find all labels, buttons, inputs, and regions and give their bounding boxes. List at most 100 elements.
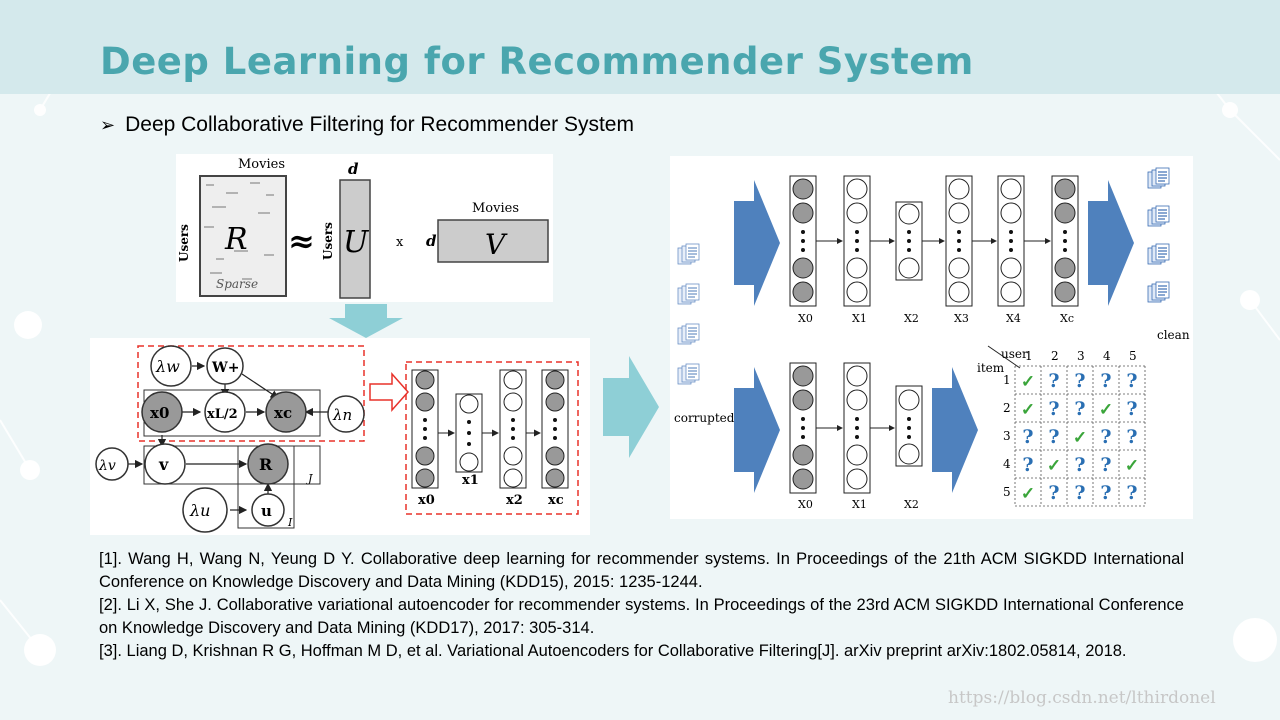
matrix-factorization-figure: Movies Users R Sparse ≈ d Users U x Movi…	[176, 154, 553, 302]
cdl-label-x2: x2	[506, 493, 523, 508]
d-top-label: d	[348, 160, 359, 178]
check-icon: ✓	[1125, 456, 1139, 476]
question-icon: ?	[1048, 398, 1059, 420]
matrix-col-label: 1	[1025, 349, 1033, 363]
question-icon: ?	[1048, 482, 1059, 504]
top-label-x4: X4	[1006, 312, 1021, 325]
d-left-label: d	[426, 232, 437, 250]
matrix-row-label: 5	[1003, 485, 1011, 499]
blue-arrow-icon-4	[932, 367, 978, 493]
right-arrow-icon	[603, 356, 659, 458]
cdl-label-xc: xc	[548, 493, 564, 508]
matrix-col-label: 5	[1129, 349, 1137, 363]
references: [1]. Wang H, Wang N, Yeung D Y. Collabor…	[99, 548, 1184, 663]
sparse-label: Sparse	[216, 277, 258, 291]
bullet-point: ➢ Deep Collaborative Filtering for Recomm…	[100, 113, 634, 137]
u-node: u	[261, 502, 272, 520]
question-icon: ?	[1048, 370, 1059, 392]
autoencoder-figure: corrupted clean	[670, 156, 1193, 519]
top-label-xc: Xc	[1060, 312, 1074, 325]
r-label: R	[224, 222, 248, 257]
question-icon: ?	[1126, 482, 1137, 504]
watermark: https://blog.csdn.net/lthirdonel	[948, 688, 1216, 708]
blue-arrow-icon-2	[1088, 180, 1134, 306]
top-label-x3: X3	[954, 312, 969, 325]
question-icon: ?	[1126, 370, 1137, 392]
bullet-arrow-icon: ➢	[100, 115, 116, 135]
v-node: v	[158, 455, 169, 474]
down-arrow-icon	[329, 304, 403, 338]
lambda-n-node: λn	[332, 406, 352, 424]
clean-label: clean	[1157, 328, 1190, 342]
cdl-label-x0: x0	[418, 493, 435, 508]
reference-2: [2]. Li X, She J. Collaborative variatio…	[99, 596, 1184, 637]
blue-arrow-icon-1	[734, 180, 780, 306]
question-icon: ?	[1074, 454, 1085, 476]
xc-node: xc	[274, 404, 292, 422]
corrupted-docs-icon	[677, 243, 700, 385]
movies-right-label: Movies	[472, 201, 519, 216]
question-icon: ?	[1126, 426, 1137, 448]
graphical-model-figure: λw W+ x0 xL/2 xc λn λv v R J λu u I	[90, 338, 590, 535]
matrix-row-label: 1	[1003, 373, 1011, 387]
u-label: U	[343, 225, 370, 260]
lambda-w-node: λw	[155, 357, 180, 376]
check-icon: ✓	[1073, 428, 1087, 448]
r-node: R	[259, 455, 273, 474]
question-icon: ?	[1048, 426, 1059, 448]
red-arrow-icon	[369, 372, 410, 412]
top-label-x0: X0	[798, 312, 813, 325]
approx-symbol: ≈	[288, 222, 315, 260]
user-matrix-u	[339, 179, 371, 299]
question-icon: ?	[1074, 482, 1085, 504]
blue-arrow-icon-3	[734, 367, 780, 493]
bullet-text: Deep Collaborative Filtering for Recomme…	[125, 113, 634, 136]
bottom-label-x2: X2	[904, 498, 919, 511]
user-item-matrix: user item 1 2 3 4 5 1 2 3 4 5 ✓???? ✓?? ✓??? ✓??? ✓?…	[977, 345, 1146, 507]
title-band	[0, 0, 1280, 94]
question-icon: ?	[1100, 426, 1111, 448]
red-dashed-box-autoencoder	[405, 361, 579, 515]
users-mid-label: Users	[321, 222, 335, 260]
bottom-label-x1: X1	[852, 498, 867, 511]
matrix-col-label: 2	[1051, 349, 1059, 363]
matrix-col-label: 3	[1077, 349, 1085, 363]
question-icon: ?	[1100, 370, 1111, 392]
lambda-u-node: λu	[189, 501, 210, 520]
times-symbol: x	[396, 235, 404, 250]
matrix-col-label: 4	[1103, 349, 1111, 363]
question-icon: ?	[1074, 398, 1085, 420]
plate-i-label: I	[287, 516, 293, 529]
question-icon: ?	[1022, 426, 1033, 448]
top-label-x1: X1	[852, 312, 867, 325]
item-matrix-v	[437, 219, 549, 263]
red-dashed-box-model	[137, 345, 365, 442]
reference-3: [3]. Liang D, Krishnan R G, Hoffman M D,…	[99, 642, 1127, 660]
matrix-item-header: item	[977, 361, 1005, 375]
users-left-label: Users	[177, 224, 191, 262]
matrix-user-header: user	[1001, 347, 1028, 361]
corrupted-label: corrupted	[674, 411, 735, 425]
matrix-row-label: 4	[1003, 457, 1011, 471]
check-icon: ✓	[1047, 456, 1061, 476]
question-icon: ?	[1074, 370, 1085, 392]
check-icon: ✓	[1099, 400, 1113, 420]
question-icon: ?	[1126, 398, 1137, 420]
check-icon: ✓	[1021, 484, 1035, 504]
check-icon: ✓	[1021, 372, 1035, 392]
question-icon: ?	[1100, 482, 1111, 504]
x-mid-node: xL/2	[207, 407, 238, 422]
x0-node: x0	[150, 404, 169, 422]
slide-title: Deep Learning for Recommender System	[100, 40, 974, 83]
movies-top-label: Movies	[238, 157, 285, 172]
lambda-v-node: λv	[98, 458, 116, 474]
matrix-row-label: 3	[1003, 429, 1011, 443]
bottom-label-x0: X0	[798, 498, 813, 511]
top-label-x2: X2	[904, 312, 919, 325]
question-icon: ?	[1022, 454, 1033, 476]
reference-1: [1]. Wang H, Wang N, Yeung D Y. Collabor…	[99, 550, 1184, 591]
plate-j-label: J	[306, 472, 313, 485]
rating-matrix-r	[199, 175, 287, 297]
matrix-row-label: 2	[1003, 401, 1011, 415]
w-plus-node: W+	[211, 360, 239, 376]
